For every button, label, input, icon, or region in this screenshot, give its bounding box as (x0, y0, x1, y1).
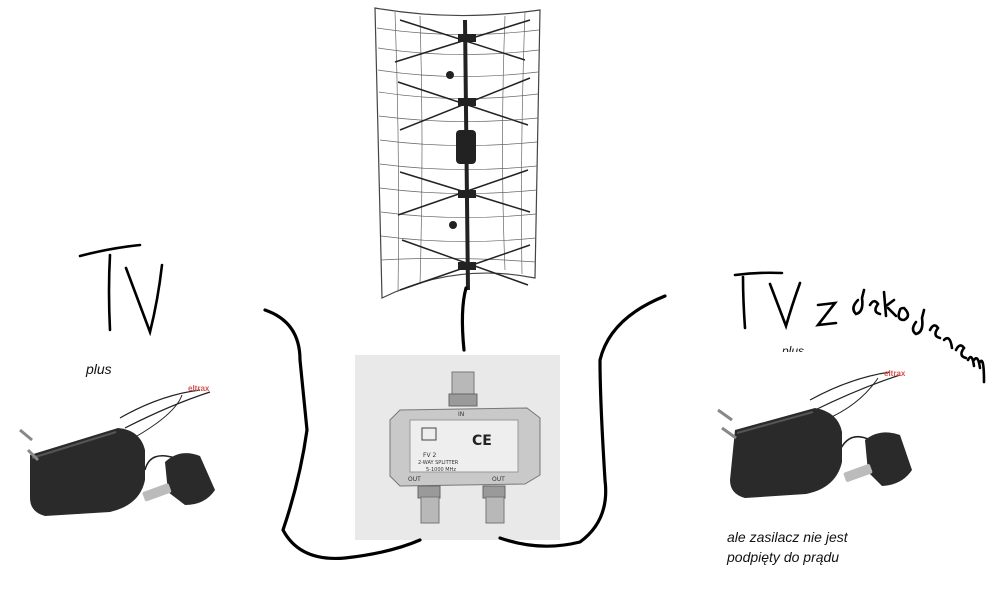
power-adapter-icon (19, 389, 211, 516)
caption-line-1: ale zasilacz nie jest (727, 529, 848, 545)
coax-plug-icon (142, 453, 215, 505)
brand-label-right: eltrax (884, 369, 906, 378)
splitter-model: FV 2 (423, 452, 436, 459)
splitter-freq: 5-1000 MHz (426, 467, 456, 473)
splitter-ce-mark: CE (472, 433, 492, 449)
handwritten-tv-with-decoder (733, 271, 986, 384)
splitter-out-right: OUT (492, 476, 505, 483)
splitter-type: 2-WAY SPLITTER (418, 460, 459, 466)
caption-line-2: podpięty do prądu (727, 549, 840, 565)
splitter-in-label: IN (458, 411, 464, 418)
cable-antenna-to-splitter (460, 286, 468, 352)
handwritten-tv-left (78, 243, 164, 337)
cable-splitter-to-right-tv (498, 294, 667, 548)
coax-plug-icon (843, 432, 912, 486)
splitter-icon: IN CE FV 2 2-WAY SPLITTER 5-1000 MHz OUT… (355, 355, 560, 540)
brand-label-left: eltrax (188, 384, 210, 393)
plus-label-right: plus (782, 344, 805, 358)
antenna-icon (374, 7, 541, 299)
caption: ale zasilacz nie jest podpięty do prądu (727, 527, 927, 567)
plus-label-left: plus (86, 361, 112, 377)
cable-splitter-to-left-tv (263, 308, 422, 561)
splitter-out-left: OUT (408, 476, 421, 483)
hand-drawn-cables (263, 286, 667, 561)
power-adapter-icon (717, 371, 901, 498)
